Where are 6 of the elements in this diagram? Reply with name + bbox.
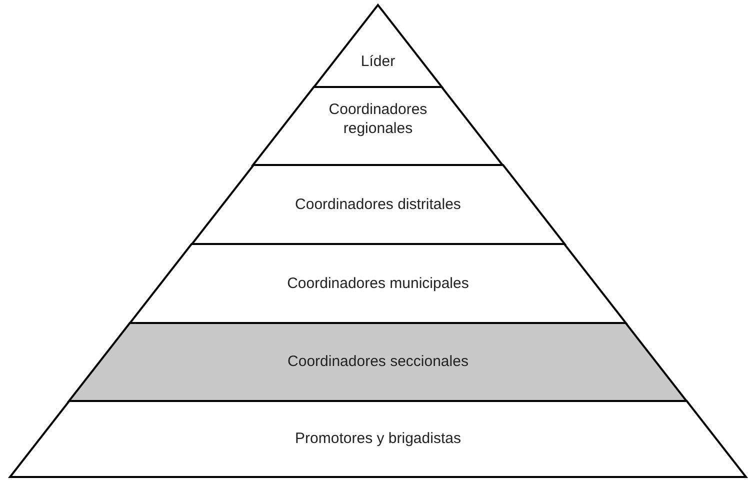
tier-label: Coordinadores municipales [286, 274, 470, 292]
tier-label: Líder [360, 52, 396, 71]
tier-label: Coordinadores distritales [294, 194, 462, 214]
tier-label: Promotores y brigadistas [294, 429, 462, 448]
tier-label: Coordinadores seccionales [286, 352, 470, 371]
tier-label: Coordinadores regionales [328, 100, 428, 138]
